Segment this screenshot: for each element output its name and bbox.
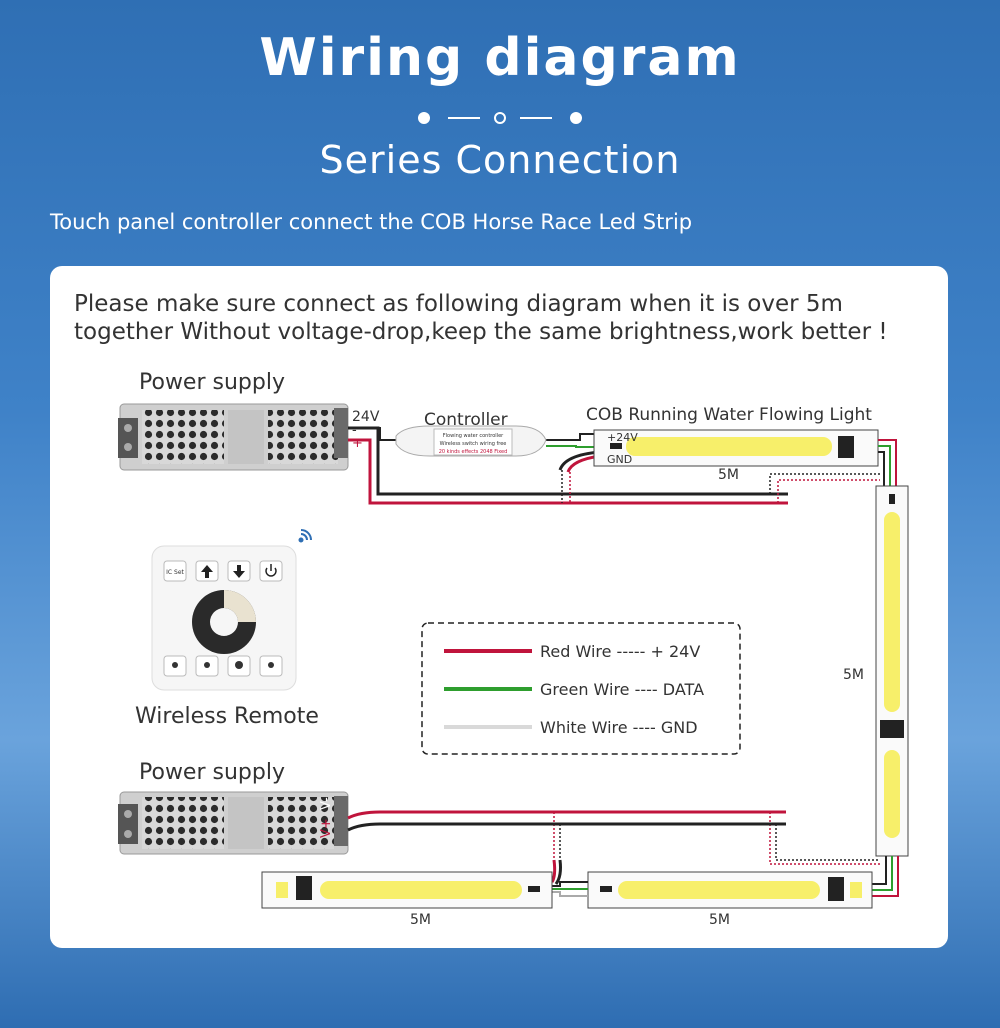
- strip-1-length: 5M: [718, 467, 739, 483]
- remote-power-icon: [265, 564, 277, 577]
- remote-down-arrow-icon: [233, 565, 245, 578]
- power-supply-bottom-label: Power supply: [139, 760, 285, 785]
- caption: Touch panel controller connect the COB H…: [50, 210, 693, 234]
- cob-strip-1: [593, 429, 879, 467]
- strip-3-length: 5M: [709, 912, 730, 928]
- controller-line-3: 20 kinds effects 2048 Fixed: [439, 449, 508, 455]
- wireless-signal-icon: [298, 529, 312, 543]
- power-supply-top-label: Power supply: [139, 370, 285, 395]
- wireless-remote: [151, 545, 297, 691]
- remote-up-arrow-icon: [201, 565, 213, 578]
- legend-white-text: White Wire ---- GND: [540, 718, 698, 737]
- wires-strip2-to-strip3: [866, 856, 899, 897]
- dotted-connectors: [553, 470, 880, 865]
- power-supply-bottom: [118, 791, 349, 855]
- wireless-remote-label: Wireless Remote: [135, 704, 319, 729]
- power-supply-top: [118, 403, 349, 471]
- controller-label: Controller: [424, 410, 508, 430]
- wires-strip3-to-strip4: [550, 859, 588, 897]
- cob-strip-3: [587, 871, 873, 909]
- remote-ic-set-button: IC Set: [166, 569, 184, 576]
- wire-legend: [421, 622, 741, 755]
- cob-strip-4: [261, 871, 553, 909]
- page-title: Wiring diagram: [259, 28, 741, 88]
- strip-1-gnd-label: GND: [607, 453, 632, 466]
- controller-line-2: Wireless switch wiring free: [440, 441, 507, 447]
- psu-bottom-vplus: V+: [319, 818, 334, 838]
- wires-strip1-to-strip2: [878, 439, 897, 488]
- legend-green-text: Green Wire ---- DATA: [540, 680, 704, 699]
- wiring-note: Please make sure connect as following di…: [74, 291, 888, 345]
- wires-bottom: [347, 810, 786, 832]
- strip-1-pos-label: +24V: [607, 431, 638, 444]
- cob-strip-2: [875, 485, 909, 857]
- psu-top-plus: +: [352, 436, 363, 451]
- voltage-label: 24V: [352, 409, 380, 425]
- strip-title: COB Running Water Flowing Light: [586, 405, 872, 425]
- strip-4-length: 5M: [410, 912, 431, 928]
- legend-red-text: Red Wire ----- + 24V: [540, 642, 700, 661]
- page-subtitle: Series Connection: [319, 138, 681, 182]
- strip-2-length: 5M: [843, 667, 864, 683]
- controller-device: Flowing water controller Wireless switch…: [395, 425, 547, 457]
- title-divider: [418, 112, 582, 124]
- controller-line-1: Flowing water controller: [443, 433, 504, 439]
- psu-bottom-vminus: V-: [319, 797, 334, 810]
- remote-mode-icons: [172, 661, 274, 669]
- psu-top-minus: -: [352, 423, 357, 438]
